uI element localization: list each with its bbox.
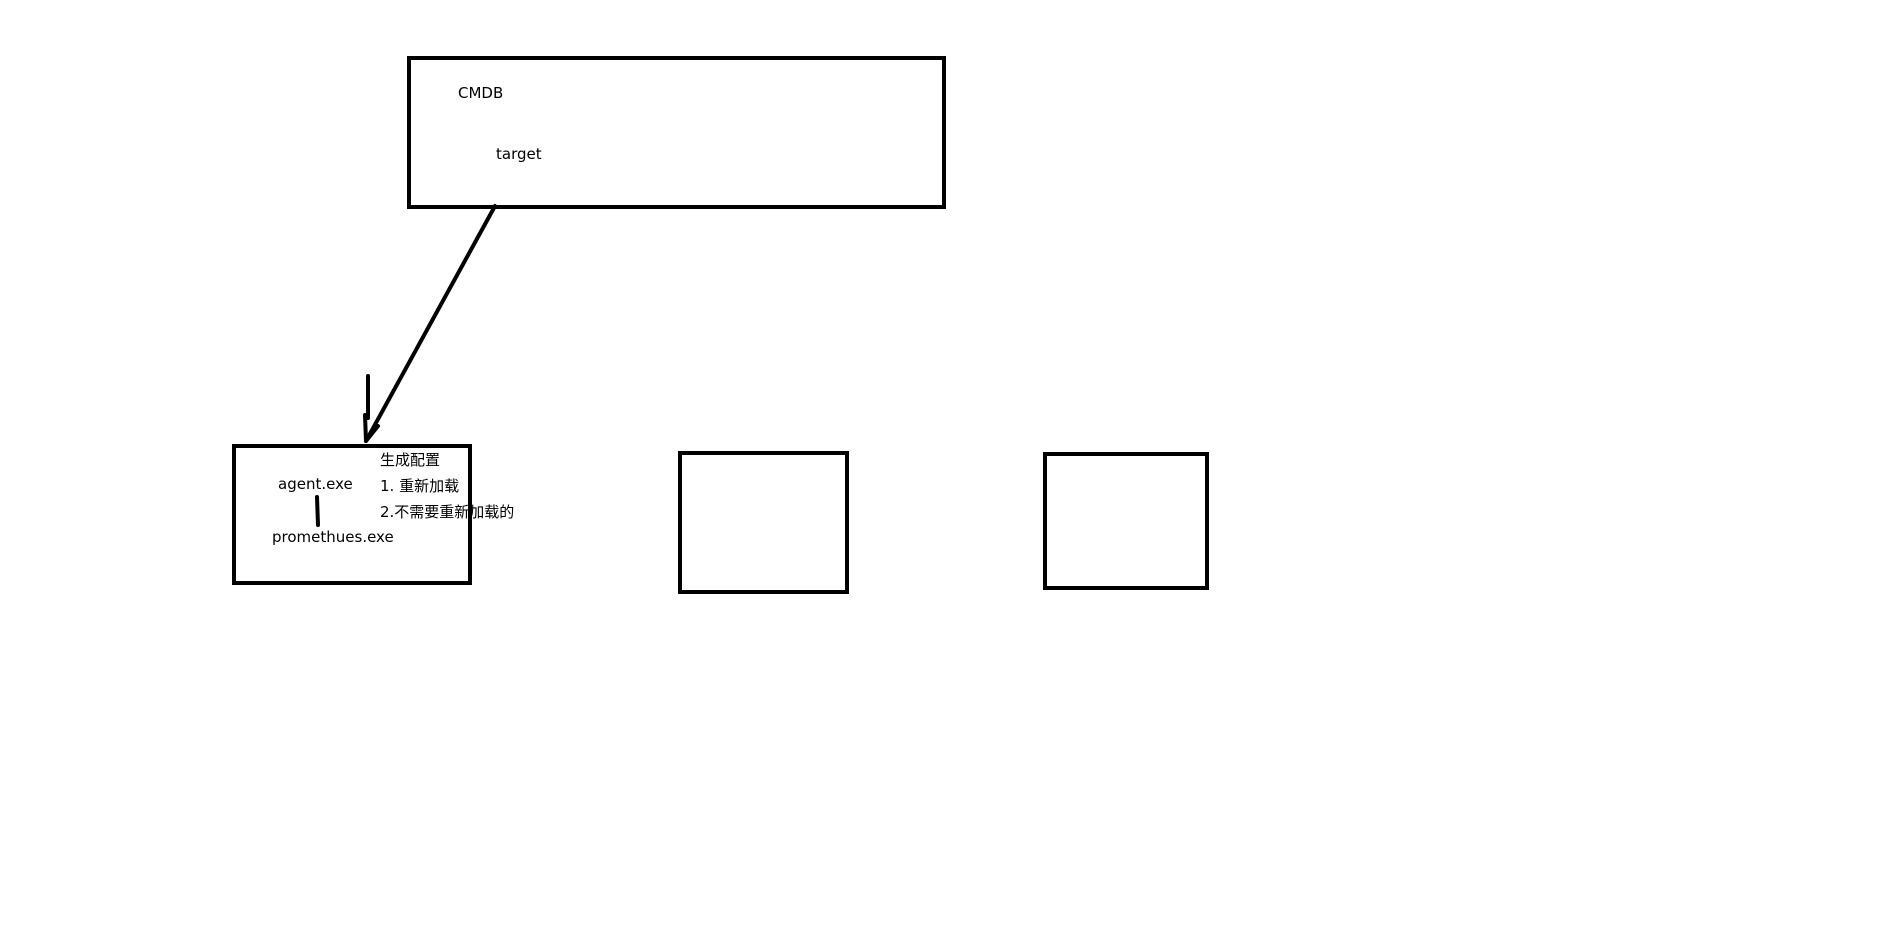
option-reload: 1. 重新加载 [380, 477, 460, 495]
arrow-head [363, 413, 380, 443]
node-box-2 [678, 451, 849, 594]
agent-node-box [232, 444, 472, 585]
agent-exe-label: agent.exe [278, 475, 353, 493]
prometheus-exe-label: promethues.exe [272, 528, 394, 546]
cmdb-title: CMDB [458, 84, 504, 102]
generate-config-heading: 生成配置 [380, 451, 441, 469]
node-box-3 [1043, 452, 1209, 590]
option-no-reload: 2.不需要重新加载的 [380, 503, 515, 521]
cmdb-box [407, 56, 946, 209]
cmdb-target-label: target [496, 145, 542, 163]
agent-prometheus-connector [315, 495, 320, 527]
arrow-cmdb-to-agent [364, 204, 497, 443]
